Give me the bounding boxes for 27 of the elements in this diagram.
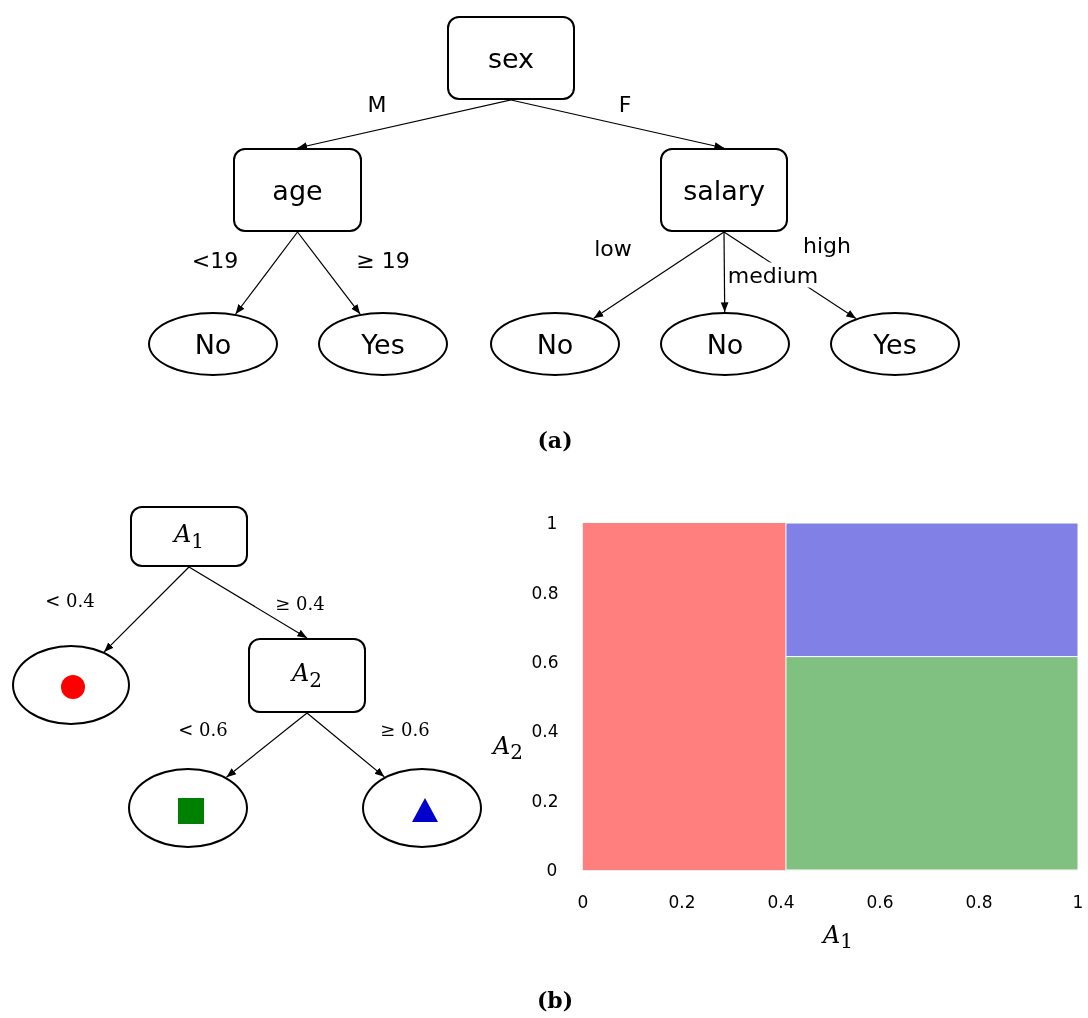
node-text: salary [683, 174, 765, 206]
node-text: No [194, 328, 232, 360]
decision-box [447, 16, 575, 100]
node-text: No [706, 328, 744, 360]
node-text: Yes [361, 328, 405, 360]
arrow [225, 712, 308, 778]
node-text: A$_{2}$ [291, 659, 323, 692]
node-text: age [272, 174, 323, 206]
arrow [510, 99, 725, 150]
arrow [103, 566, 190, 653]
decision-box [660, 148, 788, 232]
node-text: Yes [873, 328, 917, 360]
arrow [593, 231, 725, 319]
arrow [296, 231, 361, 315]
decision-box [248, 638, 366, 713]
dot-icon [61, 675, 85, 699]
arrow [306, 712, 385, 778]
decision-box [233, 148, 362, 232]
node-text: A$_{1}$ [173, 520, 205, 553]
node-text: No [536, 328, 574, 360]
arrow [720, 231, 729, 313]
node-text: sex [487, 42, 535, 74]
square-icon [178, 798, 204, 824]
decision-box [130, 506, 248, 567]
arrow [235, 231, 299, 315]
arrow [188, 566, 308, 639]
arrow [296, 99, 512, 150]
